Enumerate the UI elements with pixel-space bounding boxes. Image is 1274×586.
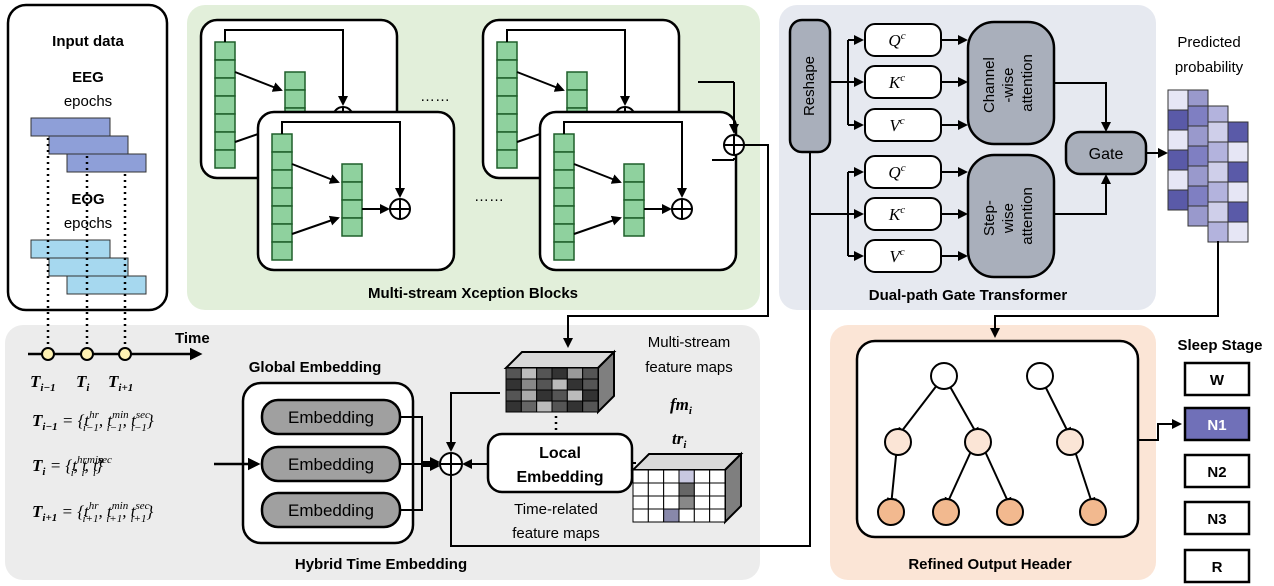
embedding-label-1: Embedding bbox=[288, 408, 374, 427]
input-title: Input data bbox=[52, 33, 124, 50]
gate-label: Gate bbox=[1089, 146, 1124, 163]
xception-block-front-left bbox=[256, 110, 456, 272]
sleep-stage-label: W bbox=[1210, 372, 1225, 389]
v-top-label: Vc bbox=[889, 115, 904, 135]
embedding-title: Hybrid Time Embedding bbox=[295, 556, 467, 573]
eog-epoch-2 bbox=[48, 257, 129, 277]
tree-node bbox=[1026, 362, 1054, 390]
tree-node bbox=[996, 498, 1024, 526]
k-top-label: Kc bbox=[888, 72, 905, 92]
v-bottom-label: Vc bbox=[889, 246, 904, 266]
transformer-title: Dual-path Gate Transformer bbox=[869, 287, 1068, 304]
time-related-label-1: Time-related bbox=[514, 501, 598, 518]
sleep-stage-n1: N1 bbox=[1183, 406, 1251, 442]
sleep-stage-r: R bbox=[1183, 548, 1251, 584]
sleep-stage-label: R bbox=[1212, 559, 1223, 576]
sleep-stage-n2: N2 bbox=[1183, 453, 1251, 489]
xception-dots-top: …… bbox=[420, 88, 450, 105]
sleep-stage-title: Sleep Stage bbox=[1177, 337, 1262, 354]
eeg-epoch-1 bbox=[30, 117, 111, 137]
embedding-label-3: Embedding bbox=[288, 501, 374, 520]
tick-t-prev: Ti−1 bbox=[30, 372, 56, 394]
predicted-label-2: probability bbox=[1175, 59, 1244, 76]
eeg-sub-label: epochs bbox=[64, 93, 112, 110]
embedding-label-2: Embedding bbox=[288, 455, 374, 474]
tr-label: tri bbox=[672, 429, 687, 451]
multi-stream-label-2: feature maps bbox=[645, 359, 733, 376]
eog-epoch-1 bbox=[30, 239, 111, 259]
tree-node bbox=[1056, 428, 1084, 456]
multi-stream-label-1: Multi-stream bbox=[648, 334, 731, 351]
sleep-stage-w: W bbox=[1183, 361, 1251, 397]
tree-node bbox=[1079, 498, 1107, 526]
tree-node bbox=[877, 498, 905, 526]
multi-stream-feature-map bbox=[503, 349, 617, 415]
fm-label: fmi bbox=[670, 395, 693, 417]
local-embedding-label-1: Local bbox=[539, 445, 581, 462]
predicted-probability-grids bbox=[1167, 89, 1249, 243]
channel-attention-label: Channel -wise attention bbox=[981, 53, 1036, 113]
reshape-label: Reshape bbox=[801, 56, 818, 116]
sleep-stage-label: N3 bbox=[1207, 511, 1226, 528]
sleep-stage-label: N1 bbox=[1207, 417, 1226, 434]
xception-blocks bbox=[199, 18, 738, 272]
time-label: Time bbox=[175, 330, 210, 347]
predicted-label-1: Predicted bbox=[1177, 34, 1240, 51]
tree-node bbox=[930, 362, 958, 390]
sleep-stage-label: N2 bbox=[1207, 464, 1226, 481]
prob-grid-3 bbox=[1207, 121, 1249, 243]
eog-epoch-3 bbox=[66, 275, 147, 295]
step-attention-node bbox=[966, 153, 1056, 279]
k-bottom-label: Kc bbox=[888, 204, 905, 224]
xception-block-front-right bbox=[538, 110, 738, 272]
refined-output: Refined Output Header Sleep Stage W N1N2N… bbox=[855, 337, 1263, 584]
input-data-box: Input data EEG epochs EOG epochs bbox=[6, 3, 169, 352]
xception-title: Multi-stream Xception Blocks bbox=[368, 285, 578, 302]
time-related-label-2: feature maps bbox=[512, 525, 600, 542]
q-bottom-label: Qc bbox=[888, 162, 905, 182]
tree-node bbox=[884, 428, 912, 456]
sleep-stage-n3: N3 bbox=[1183, 500, 1251, 536]
timeline: Time Ti−1 Ti Ti+1 bbox=[28, 330, 210, 394]
tick-t-next: Ti+1 bbox=[108, 372, 133, 394]
hybrid-embedding: Global Embedding Embedding Embedding Emb… bbox=[32, 214, 811, 573]
output-title: Refined Output Header bbox=[908, 556, 1072, 573]
local-embedding-label-2: Embedding bbox=[516, 469, 603, 486]
time-related-feature-map bbox=[630, 451, 744, 525]
xception-sum bbox=[563, 81, 769, 348]
tree-node bbox=[964, 428, 992, 456]
q-top-label: Qc bbox=[888, 30, 905, 50]
tick-t-current: Ti bbox=[76, 372, 90, 394]
global-embedding-title: Global Embedding bbox=[249, 359, 382, 376]
step-attention-label: Step- wise attention bbox=[981, 187, 1036, 245]
eeg-epoch-3 bbox=[66, 153, 147, 173]
eeg-epoch-2 bbox=[48, 135, 129, 155]
eeg-label: EEG bbox=[72, 69, 104, 86]
xception-dots-bottom: …… bbox=[474, 188, 504, 205]
transformer: Reshape Qc Kc Vc Qc Kc Vc bbox=[788, 18, 1168, 304]
decision-trees bbox=[877, 362, 1107, 526]
tree-node bbox=[932, 498, 960, 526]
